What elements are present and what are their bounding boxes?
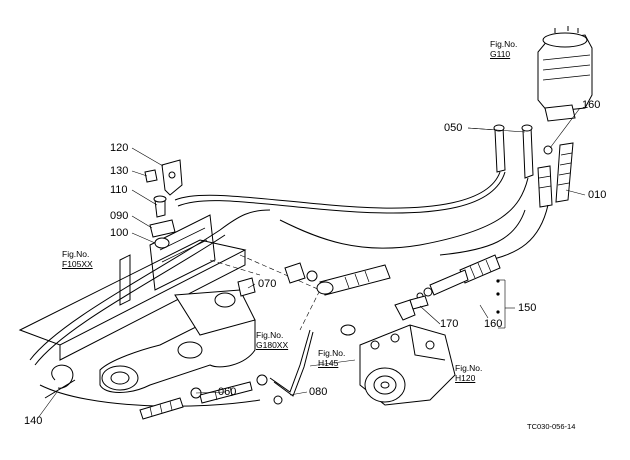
- part-label-160-bottom: 160: [484, 318, 503, 330]
- leader-lines: [37, 107, 586, 419]
- drawing-code: TC030-056-14: [527, 422, 576, 431]
- part-label-110: 110: [110, 184, 128, 196]
- hydraulic-pump: [359, 324, 456, 406]
- fig-ref-g180xx-number: G180XX: [256, 339, 289, 350]
- fig-ref-h145-number: H145: [318, 357, 339, 368]
- part-label-080: 080: [309, 386, 328, 398]
- axle-housing: [99, 289, 256, 393]
- part-label-140: 140: [24, 415, 43, 427]
- fig-ref-g110: Fig.No. G110: [490, 39, 518, 60]
- hose-150-markers: [496, 279, 500, 314]
- fig-ref-h145-prefix: Fig.No.: [318, 348, 346, 358]
- fig-ref-g180xx: Fig.No. G180XX: [256, 330, 289, 351]
- part-label-170: 170: [440, 318, 459, 330]
- bracket-120: [161, 159, 183, 196]
- part-label-070: 070: [258, 278, 277, 290]
- bolt-130: [144, 169, 158, 183]
- part-label-010: 010: [588, 189, 607, 201]
- clip-140: [44, 364, 76, 399]
- motor-unit: [537, 26, 593, 122]
- part-label-050: 050: [444, 122, 463, 134]
- fig-ref-g110-prefix: Fig.No.: [490, 39, 518, 49]
- fig-ref-h145: Fig.No. H145: [318, 348, 346, 369]
- part-label-130: 130: [110, 165, 129, 177]
- pipe-080: [269, 329, 314, 405]
- fig-ref-g180xx-prefix: Fig.No.: [256, 330, 284, 340]
- part-label-060: 060: [218, 386, 237, 398]
- fig-ref-h120-number: H120: [455, 372, 476, 383]
- part-label-150: 150: [518, 302, 537, 314]
- elbow-170: [394, 295, 429, 321]
- fitting-070: [237, 277, 256, 297]
- fig-ref-g110-number: G110: [490, 48, 511, 59]
- hose-assembly-150: [416, 254, 501, 300]
- fig-ref-f105xx-number: F105XX: [62, 258, 93, 269]
- fig-ref-h120-prefix: Fig.No.: [455, 363, 483, 373]
- fig-ref-f105xx-prefix: Fig.No.: [62, 249, 90, 259]
- part-label-100: 100: [110, 227, 129, 239]
- fig-ref-f105xx: Fig.No. F105XX: [62, 249, 93, 270]
- fig-ref-h120: Fig.No. H120: [455, 363, 483, 384]
- fitting-050: [493, 124, 534, 179]
- steering-cylinder: [284, 262, 391, 336]
- collar-100: [154, 237, 170, 249]
- hose-lines: [29, 171, 549, 407]
- part-label-160-top: 160: [582, 99, 601, 111]
- bolt-110: [153, 195, 167, 218]
- part-label-120: 120: [110, 142, 129, 154]
- hose-assembly-010: [537, 142, 574, 208]
- part-label-090: 090: [110, 210, 129, 222]
- clamp-090: [149, 219, 176, 238]
